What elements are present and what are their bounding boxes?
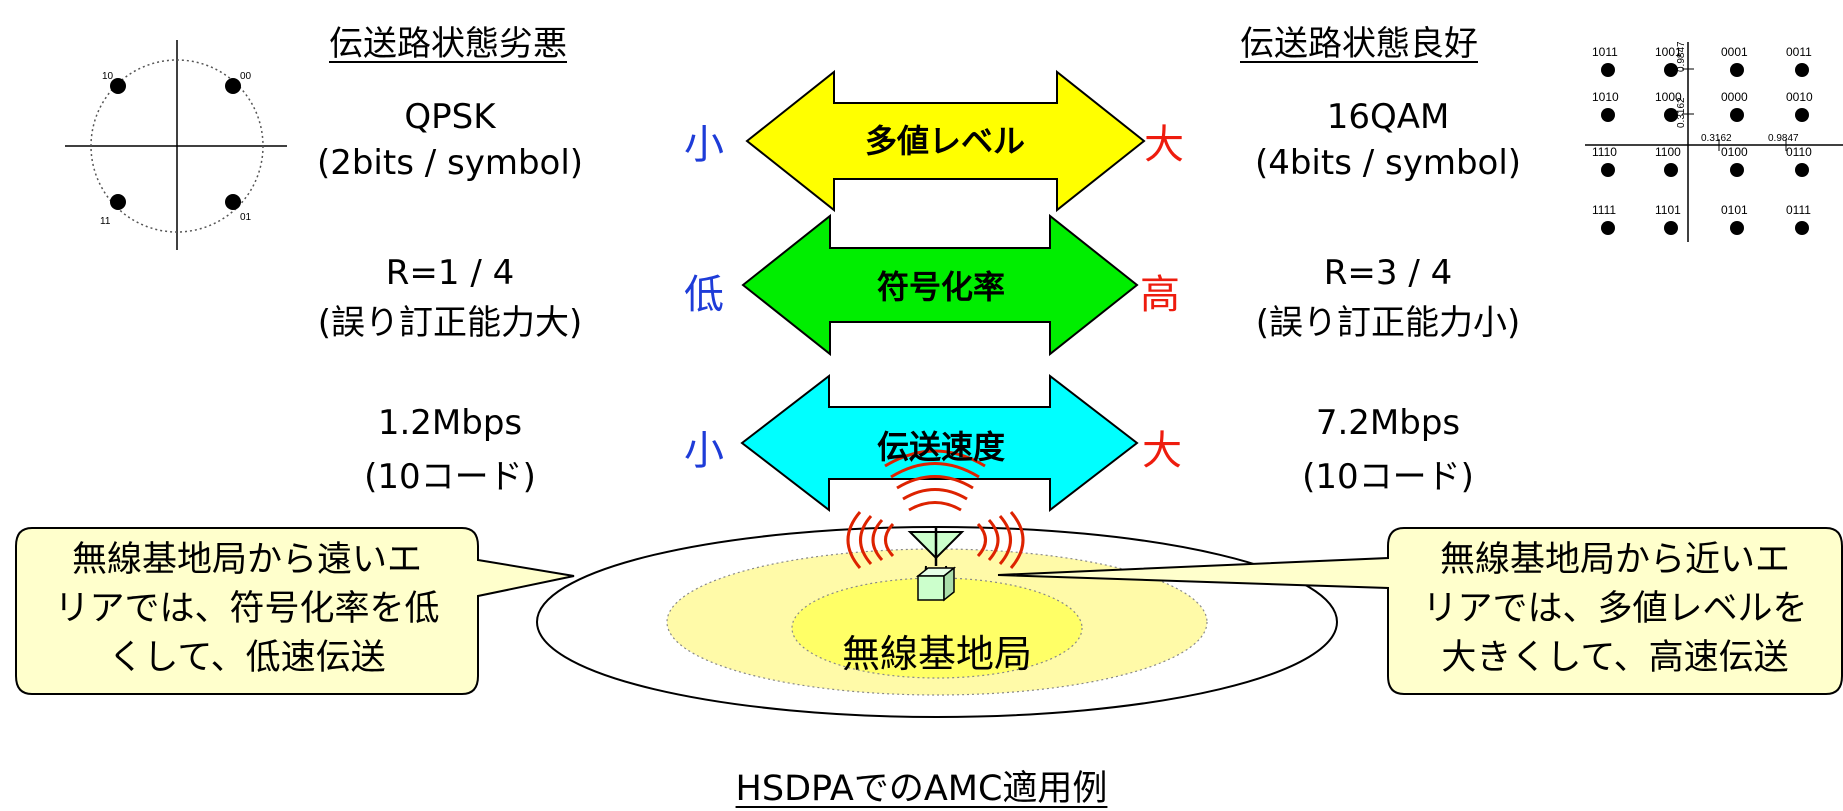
qam-point xyxy=(1601,108,1615,122)
qam-point xyxy=(1601,221,1615,235)
arrow-speed-low-label: 小 xyxy=(684,428,724,474)
qpsk-point xyxy=(110,194,126,210)
arrow-multilevel xyxy=(745,69,1146,213)
signal-waves-icon xyxy=(846,449,1025,569)
qam-point-label: 1111 xyxy=(1592,203,1616,217)
qpsk-unit-circle xyxy=(90,59,264,233)
qam-axis-value-y1: 0.3162 xyxy=(1676,97,1687,128)
base-station-label: 無線基地局 xyxy=(841,632,1032,676)
qpsk-point xyxy=(225,78,241,94)
qam-point xyxy=(1664,63,1678,77)
qam-point xyxy=(1795,163,1809,177)
left-modulation: QPSK xyxy=(404,97,496,137)
qam-point-label: 1011 xyxy=(1592,45,1618,59)
figure-title: HSDPAでのAMC適用例 xyxy=(735,769,1108,809)
left-coding-rate-sub: (誤り訂正能力大) xyxy=(317,303,583,343)
qam-point xyxy=(1664,221,1678,235)
qam-point-label: 0101 xyxy=(1721,203,1748,217)
bubble-right-shape xyxy=(997,527,1843,695)
right-modulation-sub: (4bits / symbol) xyxy=(1254,143,1522,183)
bubble-right-line: リアでは、多値レベルを xyxy=(1422,589,1808,629)
left-speed-sub: (10コード) xyxy=(364,457,536,497)
left-coding-rate: R=1 / 4 xyxy=(385,253,515,293)
qam-point xyxy=(1730,108,1744,122)
qam-axis-value-x1: 0.3162 xyxy=(1701,133,1732,144)
left-speed: 1.2Mbps xyxy=(377,403,523,443)
arrow-multilevel-low-label: 小 xyxy=(684,122,724,168)
bubble-left-shape xyxy=(15,527,575,695)
qam-point-label: 0001 xyxy=(1721,45,1748,59)
bubble-left-line: 無線基地局から遠いエ xyxy=(71,540,422,580)
qam-point xyxy=(1730,221,1744,235)
qam-point-label: 1101 xyxy=(1655,203,1681,217)
right-coding-rate: R=3 / 4 xyxy=(1323,253,1453,293)
qam-point xyxy=(1730,63,1744,77)
qam-point xyxy=(1664,163,1678,177)
qam-point-label: 0000 xyxy=(1721,90,1748,104)
qam-point xyxy=(1601,163,1615,177)
qam-point-label: 1100 xyxy=(1655,145,1681,159)
qam-axis-value-x2: 0.9847 xyxy=(1768,133,1799,144)
qam-point-label: 0011 xyxy=(1786,45,1812,59)
qam16-constellation: 1011 1001 0001 0011 1010 1000 0000 0010 1110 1100… xyxy=(1585,41,1843,242)
qam-point xyxy=(1795,108,1809,122)
qam-point-label: 1000 xyxy=(1655,90,1682,104)
qam-point-label: 0111 xyxy=(1786,203,1811,217)
qam-points xyxy=(1601,63,1809,235)
arrow-coding-rate-label: 符号化率 xyxy=(876,268,1005,306)
qam-point xyxy=(1730,163,1744,177)
bubble-right-line: 大きくして、高速伝送 xyxy=(1441,638,1789,678)
right-speed: 7.2Mbps xyxy=(1315,403,1461,443)
qam-point xyxy=(1601,63,1615,77)
base-station-icon xyxy=(846,449,1025,602)
arrow-coding-rate-low-label: 低 xyxy=(684,272,724,318)
bubble-right-line: 無線基地局から近いエ xyxy=(1439,540,1790,580)
bubble-left-text: 無線基地局から遠いエ リアでは、符号化率を低 くして、低速伝送 xyxy=(16,536,478,683)
qam-point-label: 0110 xyxy=(1786,145,1812,159)
qam-point-label: 0100 xyxy=(1721,145,1748,159)
qpsk-point-label: 00 xyxy=(240,71,252,82)
right-coding-rate-sub: (誤り訂正能力小) xyxy=(1255,303,1521,343)
qam-point xyxy=(1795,63,1809,77)
qam-point-label: 1010 xyxy=(1592,90,1619,104)
qam-labels: 1011 1001 0001 0011 1010 1000 0000 0010 1110 1100… xyxy=(1592,45,1813,217)
qam-point xyxy=(1795,221,1809,235)
left-modulation-sub: (2bits / symbol) xyxy=(316,143,584,183)
qam-point xyxy=(1664,108,1678,122)
arrow-multilevel-label: 多値レベル xyxy=(864,122,1025,160)
qpsk-point-label: 10 xyxy=(102,71,114,82)
qpsk-point-label: 01 xyxy=(240,212,252,223)
qam-point-label: 1110 xyxy=(1592,145,1617,159)
right-header: 伝送路状態良好 xyxy=(1240,24,1478,64)
arrow-coding-rate-high-label: 高 xyxy=(1140,272,1180,318)
left-header: 伝送路状態劣悪 xyxy=(329,24,567,64)
arrow-transmission-speed xyxy=(740,373,1139,513)
qpsk-point xyxy=(110,78,126,94)
qpsk-point xyxy=(225,194,241,210)
qpsk-constellation: 10 00 11 01 xyxy=(65,40,287,250)
arrow-speed-label: 伝送速度 xyxy=(876,428,1005,466)
bubble-left-line: くして、低速伝送 xyxy=(108,638,386,678)
bubble-right-text: 無線基地局から近いエ リアでは、多値レベルを 大きくして、高速伝送 xyxy=(1388,536,1842,683)
qam-axis-value-y2: 0.9847 xyxy=(1676,41,1687,72)
qam-point-label: 0010 xyxy=(1786,90,1813,104)
right-modulation: 16QAM xyxy=(1326,97,1450,137)
bubble-left-line: リアでは、符号化率を低 xyxy=(54,589,440,629)
arrow-coding-rate xyxy=(741,213,1139,357)
right-speed-sub: (10コード) xyxy=(1302,457,1474,497)
arrow-multilevel-high-label: 大 xyxy=(1144,122,1184,168)
qpsk-point-label: 11 xyxy=(100,216,111,227)
qam-point-label: 1001 xyxy=(1655,45,1682,59)
arrow-speed-high-label: 大 xyxy=(1142,428,1182,474)
